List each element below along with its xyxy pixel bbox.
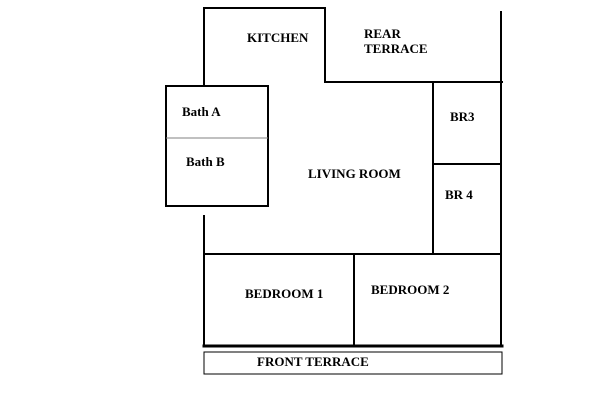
bath-block bbox=[165, 85, 269, 207]
bedroom1-label: BEDROOM 1 bbox=[245, 286, 323, 301]
front-terrace-outline bbox=[203, 351, 503, 375]
front-terrace-label: FRONT TERRACE bbox=[257, 354, 369, 369]
kitchen-label: KITCHEN bbox=[247, 30, 309, 45]
rear-terrace-label-line1: REAR bbox=[364, 26, 401, 41]
br3-label: BR3 bbox=[450, 109, 475, 124]
rear-terrace-label-line2: TERRACE bbox=[364, 41, 428, 56]
br4-label: BR 4 bbox=[445, 187, 473, 202]
bedroom2-label: BEDROOM 2 bbox=[371, 282, 449, 297]
walls bbox=[165, 7, 504, 375]
bath-a-label: Bath A bbox=[182, 104, 221, 119]
bath-b-label: Bath B bbox=[186, 154, 225, 169]
room-labels: KITCHEN REAR TERRACE Bath A Bath B LIVIN… bbox=[182, 26, 475, 369]
living-room-label: LIVING ROOM bbox=[308, 166, 401, 181]
